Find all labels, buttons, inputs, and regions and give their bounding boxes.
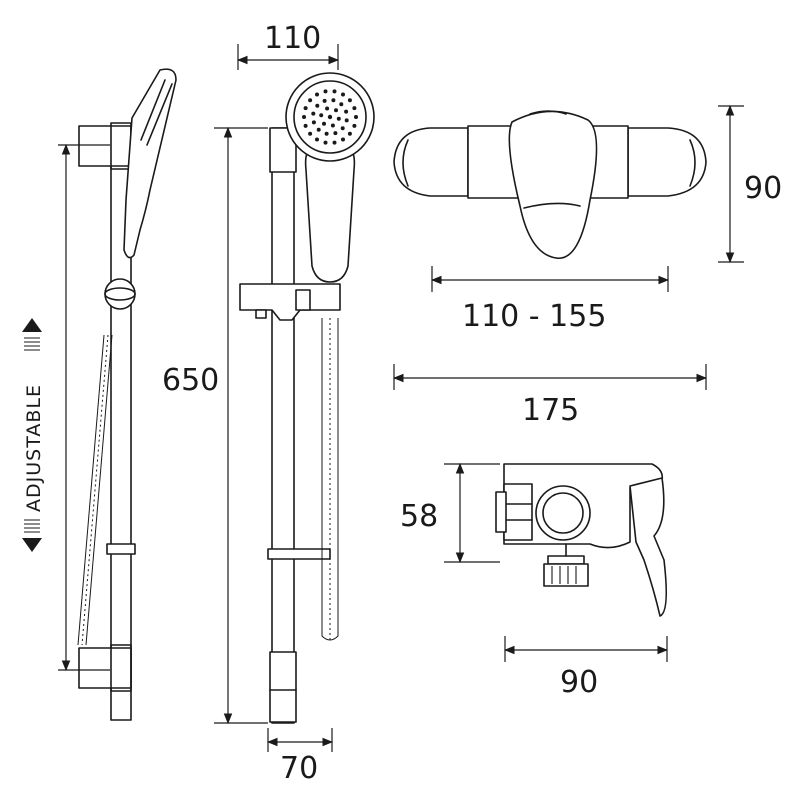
spray-nozzle: [308, 131, 313, 136]
centres-dimension: 110 - 155: [430, 266, 670, 334]
rail-height-dimension: 650: [162, 126, 268, 725]
spray-nozzle: [323, 140, 328, 145]
spray-nozzle: [336, 116, 341, 121]
spray-nozzle: [330, 123, 335, 128]
dim-valve-height: 90: [744, 171, 782, 206]
dim-rail-base: 70: [280, 751, 318, 786]
spray-nozzle: [333, 131, 338, 136]
dim-valve-width: 175: [522, 393, 579, 428]
rail-base-dimension: 70: [266, 728, 334, 786]
adjustable-label: ADJUSTABLE: [23, 384, 45, 512]
valve-front-view: [393, 110, 707, 259]
valve-height-dimension: 90: [718, 104, 782, 264]
spray-nozzle: [344, 109, 349, 114]
spray-nozzles: [302, 89, 358, 145]
spray-nozzle: [339, 102, 344, 107]
handset-width-dimension: 110: [236, 21, 340, 70]
rail-front-view: [239, 72, 375, 724]
spray-nozzle: [340, 126, 345, 131]
spray-nozzle: [311, 111, 316, 116]
spray-nozzle: [332, 89, 337, 94]
rail-side-view: [77, 68, 177, 721]
valve-side-view: [495, 463, 668, 617]
spray-nozzle: [341, 92, 345, 97]
dim-handset-width: 110: [264, 21, 321, 56]
spray-nozzle: [352, 106, 357, 111]
valve-projection-dimension: 90: [503, 636, 669, 700]
spray-nozzle: [332, 140, 337, 145]
spray-nozzle: [323, 89, 328, 94]
dim-valve-depth: 58: [400, 499, 438, 534]
valve-depth-dimension: 58: [400, 462, 500, 564]
spray-nozzle: [322, 98, 327, 103]
spray-nozzle: [303, 106, 308, 111]
spray-nozzle: [341, 137, 345, 142]
spray-nozzle: [324, 131, 329, 136]
spray-nozzle: [311, 120, 316, 125]
spray-nozzle: [315, 92, 319, 97]
valve-width-dimension: 175: [392, 364, 708, 428]
spray-nozzle: [325, 106, 330, 111]
dim-centres: 110 - 155: [462, 299, 606, 334]
spray-nozzle: [322, 121, 326, 126]
spray-nozzle: [352, 123, 357, 128]
spray-nozzle: [334, 108, 338, 113]
spray-nozzle: [319, 113, 324, 118]
spray-nozzle: [308, 98, 313, 103]
spray-nozzle: [354, 115, 358, 119]
spray-nozzle: [347, 98, 352, 103]
spray-nozzle: [302, 115, 306, 119]
adjustable-dimension: ADJUSTABLE: [22, 143, 110, 672]
spray-nozzle: [331, 98, 336, 103]
dim-rail-height: 650: [162, 363, 219, 398]
spray-nozzle: [315, 103, 320, 108]
spray-nozzle: [347, 131, 352, 136]
spray-nozzle: [316, 127, 321, 132]
spray-nozzle: [327, 114, 333, 120]
dim-valve-projection: 90: [560, 665, 598, 700]
spray-nozzle: [315, 137, 319, 142]
spray-nozzle: [344, 118, 349, 123]
spray-nozzle: [303, 123, 308, 128]
